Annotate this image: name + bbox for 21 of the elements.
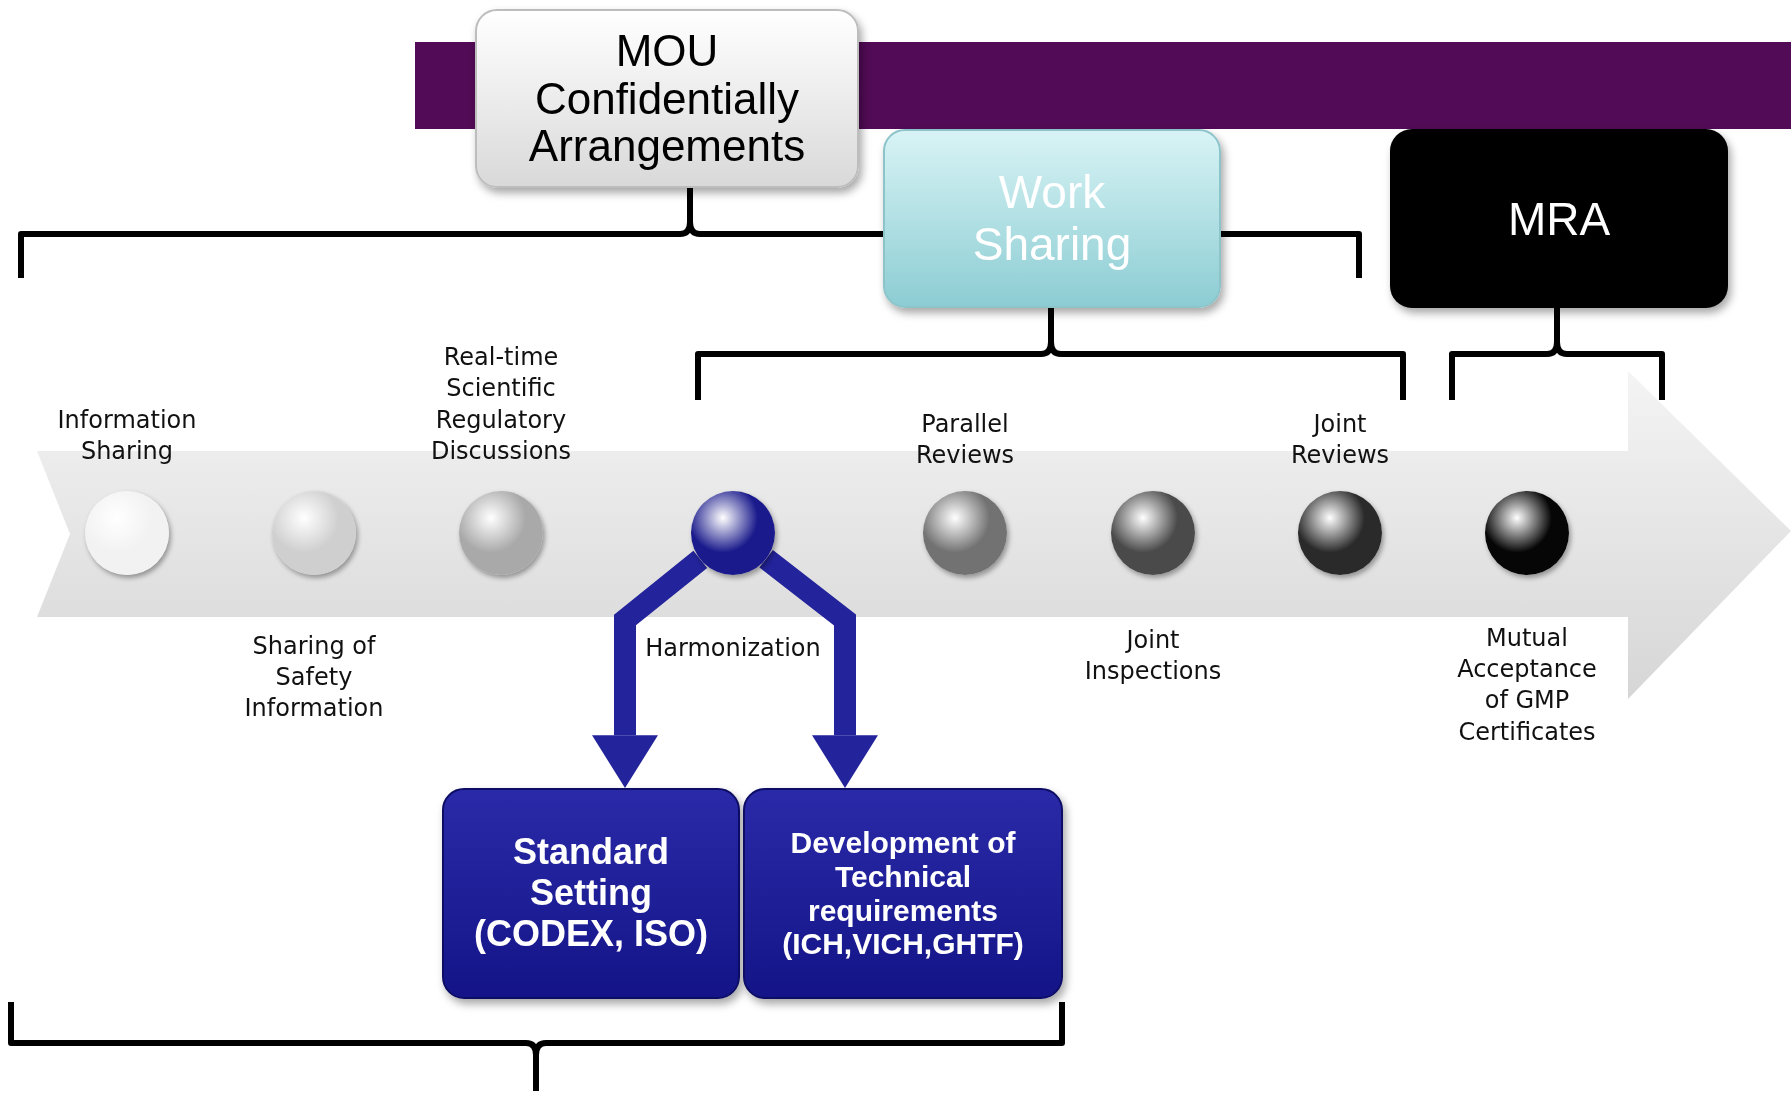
step-label: Mutual Acceptance of GMP Certificates [1456, 623, 1598, 748]
arrow [759, 550, 878, 788]
step-label: Information Sharing [56, 404, 198, 467]
process-box [743, 788, 1063, 999]
step-label: Real-time Scientific Regulatory Discussions [429, 342, 573, 467]
step-label: Harmonization [644, 633, 822, 664]
step-label: Joint Inspections [1083, 625, 1223, 688]
agreement-box [1390, 129, 1728, 308]
agreement-box [475, 9, 859, 188]
box-label: MRA [1507, 191, 1611, 246]
band [415, 42, 475, 129]
box-label: Development of Technical requirements (ICH,VICH,GHTF) [781, 825, 1025, 962]
band [859, 42, 1791, 129]
process-box [442, 788, 740, 999]
box-label: Work Sharing [971, 167, 1133, 270]
agreement-box [883, 129, 1221, 308]
step-label: Sharing of Safety Information [243, 631, 385, 725]
step-label: Parallel Reviews [914, 408, 1016, 471]
step-label: Joint Reviews [1289, 408, 1391, 471]
box-label: Standard Setting (CODEX, ISO) [473, 832, 709, 955]
box-label: MOU Confidentially Arrangements [527, 27, 807, 170]
